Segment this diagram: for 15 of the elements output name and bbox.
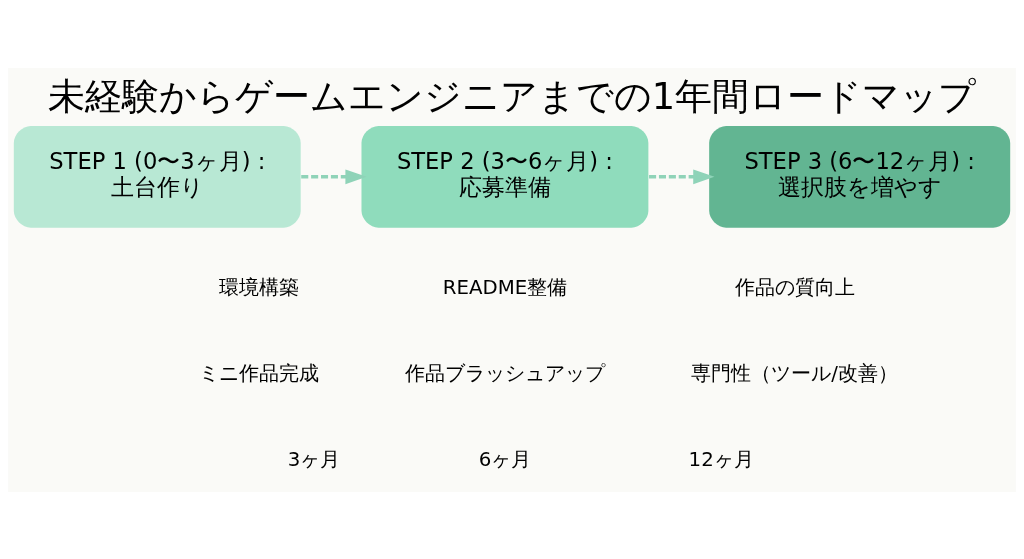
label: ミニ作品完成 bbox=[199, 361, 320, 385]
label: 専門性（ツール/改善） bbox=[691, 361, 898, 385]
arrow bbox=[649, 168, 715, 184]
label: 作品の質向上 bbox=[734, 275, 855, 299]
node-box: STEP 2 (3〜6ヶ月) : 応募準備 bbox=[361, 125, 649, 228]
label: README整備 bbox=[442, 275, 568, 299]
diagram-title: 未経験からゲームエンジニアまでの1年間ロードマップ bbox=[47, 74, 977, 118]
node-box: STEP 3 (6〜12ヶ月) : 選択肢を増やす bbox=[709, 125, 1011, 228]
label: 12ヶ月 bbox=[688, 447, 754, 471]
node-box: STEP 1 (0〜3ヶ月) : 土台作り bbox=[13, 125, 301, 228]
label: 作品ブラッシュアップ bbox=[404, 361, 605, 385]
label: 3ヶ月 bbox=[287, 447, 341, 471]
label: 6ヶ月 bbox=[478, 447, 532, 471]
label: 環境構築 bbox=[219, 275, 300, 299]
arrow bbox=[301, 168, 367, 184]
